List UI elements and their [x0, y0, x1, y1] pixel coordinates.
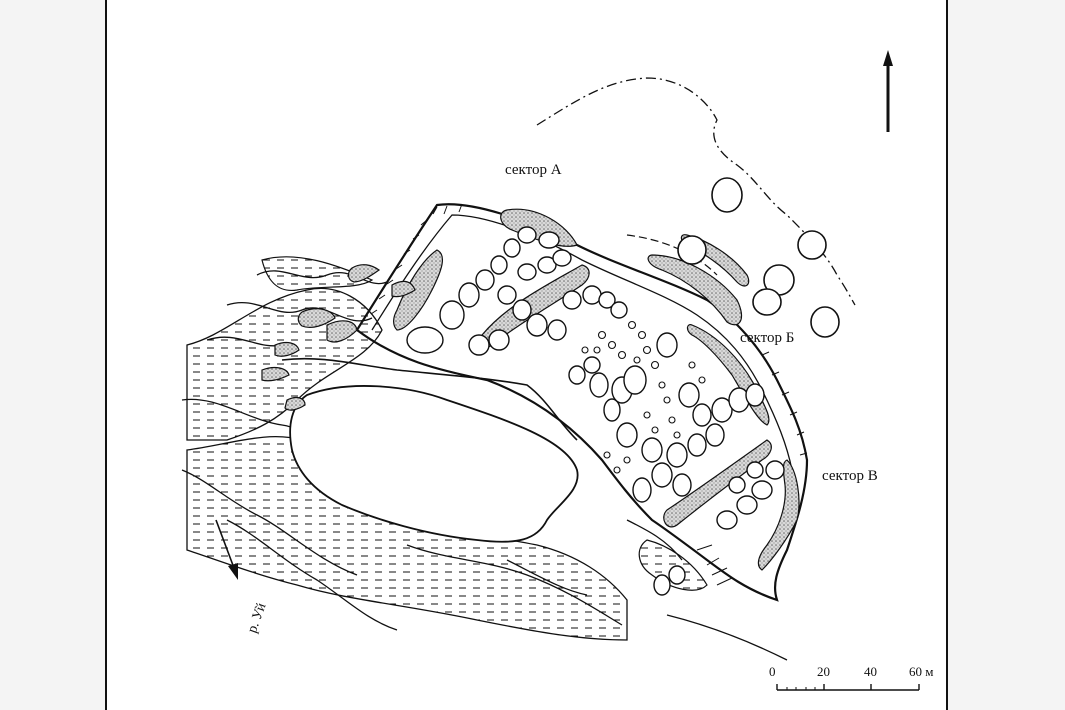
outworks: [261, 264, 416, 411]
site-plan-map: [181, 50, 920, 691]
river-flow-arrow-icon: [215, 519, 238, 580]
post-holes: [581, 320, 706, 474]
sector-v-label: сектор В: [822, 468, 878, 484]
scale-tick-60: 60 м: [909, 664, 934, 679]
sector-a-label: сектор А: [505, 162, 562, 178]
scale-tick-40: 40: [864, 664, 877, 679]
scale-tick-0: 0: [769, 664, 776, 679]
north-arrow-icon: [883, 50, 893, 132]
pits-sector-v: [653, 460, 785, 596]
escarpment-ticks: [370, 203, 808, 586]
outer-pits: [677, 177, 840, 338]
pits-sector-a: [406, 226, 628, 356]
sector-b-label: сектор Б: [740, 330, 795, 346]
scale-bar: [776, 684, 920, 691]
map-page: сектор А сектор Б сектор В р. Уй 0 20 40…: [105, 0, 948, 710]
pits-sector-b: [568, 332, 765, 503]
boundary-line: [536, 77, 856, 306]
scale-tick-20: 20: [817, 664, 830, 679]
lake: [289, 385, 579, 543]
